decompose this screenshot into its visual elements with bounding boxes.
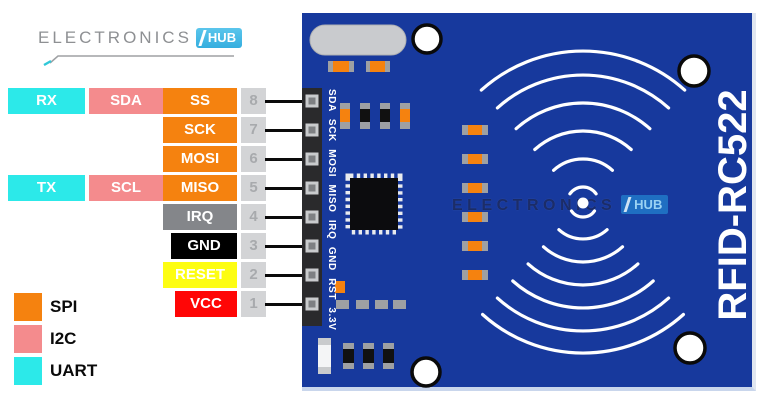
pin-row-1: VCC 1	[0, 291, 266, 317]
pin-label-reset: RESET	[163, 262, 237, 288]
bus-legend: SPI I2C UART	[14, 293, 97, 389]
pin-label-gnd: GND	[171, 233, 237, 259]
i2c-label-sda: SDA	[89, 88, 163, 114]
pin-label-sck: SCK	[163, 117, 237, 143]
i2c-color-swatch	[14, 325, 42, 353]
mounting-hole-bottom-left	[410, 356, 442, 388]
board-artwork	[302, 23, 711, 388]
board-title: RFID-RC522	[711, 89, 755, 321]
smd-resistor-column	[462, 125, 488, 280]
connector-wire-6	[265, 157, 309, 161]
connector-wire-7	[265, 128, 309, 132]
antenna-signal-icon	[479, 49, 687, 355]
uart-label-rx: RX	[8, 88, 85, 114]
connector-wire-5	[265, 186, 309, 190]
pin-row-6: MOSI 6	[0, 146, 266, 172]
pin-number-8: 8	[241, 88, 266, 114]
pin-number-2: 2	[241, 262, 266, 288]
connector-wire-4	[265, 215, 309, 219]
pin-number-3: 3	[241, 233, 266, 259]
uart-label-tx: TX	[8, 175, 85, 201]
crystal-oscillator	[309, 24, 407, 56]
mounting-hole-top-left	[411, 23, 443, 55]
connector-wire-1	[265, 302, 309, 306]
connector-wire-3	[265, 244, 309, 248]
legend-label-spi: SPI	[50, 297, 78, 316]
i2c-label-scl: SCL	[89, 175, 163, 201]
smd-components-top-row	[340, 103, 410, 129]
mounting-hole-top-right	[677, 54, 711, 88]
connector-wire-2	[265, 273, 309, 277]
led-component	[318, 338, 331, 374]
pin-row-4: IRQ 4	[0, 204, 266, 230]
pin-label-ss: SS	[163, 88, 237, 114]
pin-row-5: TX SCL MISO 5	[0, 175, 266, 201]
connector-wire-8	[265, 99, 309, 103]
pin-header	[302, 88, 322, 326]
crystal-pad-smd	[328, 61, 390, 72]
spi-color-swatch	[14, 293, 42, 321]
pin-label-vcc: VCC	[175, 291, 237, 317]
pin-row-8: RX SDA SS 8	[0, 88, 266, 114]
pin-number-6: 6	[241, 146, 266, 172]
smd-capacitors-bottom	[343, 343, 394, 369]
legend-label-uart: UART	[50, 361, 98, 380]
ic-chip	[345, 173, 403, 235]
legend-item-spi: SPI	[14, 293, 97, 321]
uart-color-swatch	[14, 357, 42, 385]
pin-row-3: GND 3	[0, 233, 266, 259]
logo-underline-swoosh	[43, 55, 234, 66]
smd-pads-bottom	[336, 300, 406, 309]
logo-brand-text: ELECTRONICS	[38, 28, 192, 47]
pin-label-miso: MISO	[163, 175, 237, 201]
pin-label-mosi: MOSI	[163, 146, 237, 172]
pin-row-7: SCK 7	[0, 117, 266, 143]
legend-label-i2c: I2C	[50, 329, 77, 348]
header-pin-labels: SDA SCK MOSI MISO IRQ GND RST 3.3V	[326, 89, 337, 331]
pin-number-1: 1	[241, 291, 266, 317]
watermark-hub-badge: HUB	[621, 195, 669, 214]
pin-number-7: 7	[241, 117, 266, 143]
pin-label-irq: IRQ	[163, 204, 237, 230]
logo-hub-badge: HUB	[195, 28, 243, 48]
pin-number-5: 5	[241, 175, 266, 201]
smd-small	[335, 281, 345, 293]
mounting-hole-bottom-right	[673, 331, 707, 365]
pin-row-2: RESET 2	[0, 262, 266, 288]
pin-number-4: 4	[241, 204, 266, 230]
legend-item-i2c: I2C	[14, 325, 97, 353]
legend-item-uart: UART	[14, 357, 97, 385]
